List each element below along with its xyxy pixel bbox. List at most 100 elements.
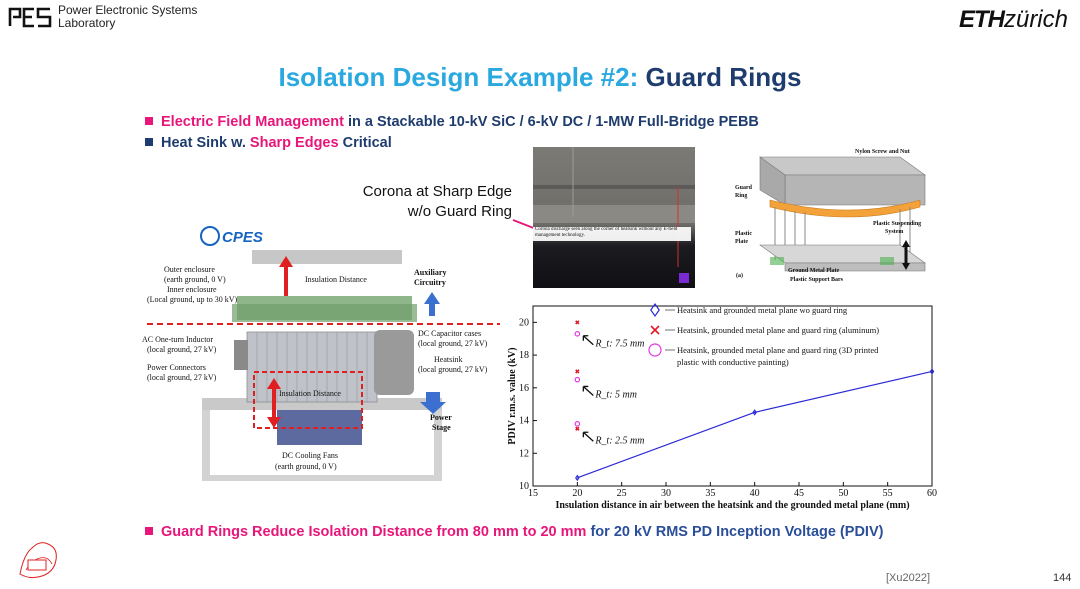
label-ground-plate: Ground Metal Plate [788,268,840,274]
plot-frame [532,305,933,487]
chart-series [574,320,935,482]
guard-ring-assembly-diagram: Nylon Screw and Nut Guard Ring Plastic S… [735,149,926,283]
slide-title-part1: Isolation Design Example #2: [278,62,639,92]
legend-label: Heatsink and grounded metal plane wo gua… [677,305,848,315]
label-insulation-top: Insulation Distance [305,275,367,284]
x-tick-label: 20 [572,488,582,499]
label-hs-2: (local ground, 27 kV) [418,365,488,374]
data-point-circle [574,376,581,383]
data-point-circle [648,343,662,357]
x-tick-label: 40 [750,488,760,499]
data-point-x [650,325,660,335]
data-point-circle [574,331,581,337]
bullet2-a: Heat Sink w. [161,135,246,151]
data-point-diamond [575,474,580,482]
chart-annotations: R_t: 7.5 mmR_t: 5 mmR_t: 2.5 mm [582,335,645,446]
label-plastic-susp-2: System [885,229,903,235]
label-guard-ring-2: Ring [735,193,747,199]
annotation-arrow [582,335,594,346]
label-ac-1: AC One-turn Inductor [142,335,213,344]
label-inner-2: (Local ground, up to 30 kV) [147,295,238,304]
corona-photo-caption: Corona discharge seen along the corner o… [535,227,678,238]
pes-logo-icon [8,7,52,28]
x-tick-label: 50 [838,488,848,499]
annotation-label: R_t: 5 mm [594,389,637,400]
annotation-label: R_t: 2.5 mm [594,435,644,446]
lab-name: Power Electronic Systems Laboratory [58,4,197,30]
bullet3-rest: for 20 kV RMS PD Inception Voltage (PDIV… [590,524,884,540]
citation: [Xu2022] [886,572,931,584]
bullet1-highlight: Electric Field Management [161,114,344,130]
bullet2-b: Critical [342,135,392,151]
bullet-electric-field: Electric Field Management in a Stackable… [145,114,759,130]
chart-ylabel: PDIV r.m.s. value (kV) [507,347,518,444]
label-pc-2: (local ground, 27 kV) [147,373,217,382]
bullet2-highlight: Sharp Edges [249,135,339,151]
slide-title-part2: Guard Rings [645,62,802,92]
label-aux-2: Circuitry [414,278,446,287]
data-point-x [575,426,580,431]
label-guard-ring-1: Guard [735,185,753,191]
bullet-guard-rings: Guard Rings Reduce Isolation Distance fr… [145,524,883,540]
legend-label: plastic with conductive painting) [677,357,789,367]
pee-logo-icon [19,542,57,579]
eth-logo-bold: ETH [958,6,1005,33]
slide-title: Isolation Design Example #2: Guard Rings [0,62,1080,93]
label-outer-2: (earth ground, 0 V) [164,275,226,284]
label-panel-a: (a) [736,272,743,279]
y-tick-label: 18 [519,350,529,361]
label-fans-1: DC Cooling Fans [282,451,338,460]
bullet-square-icon [145,527,153,535]
label-dc-1: DC Capacitor cases [418,329,481,338]
label-outer-1: Outer enclosure [164,265,215,274]
data-point-diamond [650,302,660,318]
legend-label: Heatsink, grounded metal plane and guard… [677,325,879,335]
data-point-diamond [929,368,935,375]
label-ac-2: (local ground, 27 kV) [147,345,217,354]
x-tick-label: 25 [617,488,627,499]
label-pc-1: Power Connectors [147,363,206,372]
corona-label-line1: Corona at Sharp Edge [362,183,512,200]
label-power-2: Stage [432,423,451,432]
label-dc-2: (local ground, 27 kV) [418,339,488,348]
label-nylon: Nylon Screw and Nut [855,149,910,155]
chart-xlabel: Insulation distance in air between the h… [555,500,909,511]
eth-logo-rest: zürich [1003,6,1068,33]
data-point-x [575,320,580,325]
bullet1-rest: in a Stackable 10-kV SiC / 6-kV DC / 1-M… [347,114,759,130]
label-fans-2: (earth ground, 0 V) [275,462,337,471]
corona-photo: Corona discharge seen along the corner o… [533,147,695,288]
y-tick-label: 10 [519,481,529,492]
x-tick-label: 55 [883,488,893,499]
eth-zurich-logo: ETHzürich [959,6,1068,34]
bullet-square-icon [145,117,153,125]
y-tick-label: 16 [519,383,529,394]
pebb-module-diagram: CPES Insulation Distance Outer enclosure… [142,226,500,481]
data-point-circle [574,421,581,427]
x-tick-label: 45 [794,488,804,499]
bullet-heat-sink: Heat Sink w. Sharp Edges Critical [145,135,392,151]
label-support-bars: Plastic Support Bars [790,277,844,283]
label-hs-1: Heatsink [434,355,462,364]
bullet-square-icon [145,138,153,146]
label-power-1: Power [430,413,452,422]
y-tick-label: 20 [519,317,529,328]
y-tick-label: 14 [519,416,529,427]
label-aux-1: Auxiliary [414,268,446,277]
label-insulation-mid: Insulation Distance [279,389,341,398]
label-inner-1: Inner enclosure [167,285,217,294]
x-tick-label: 15 [528,488,538,499]
annotation-arrow [582,431,594,442]
label-plastic-plate-1: Plastic [735,231,752,237]
label-plastic-plate-2: Plate [735,239,748,245]
corona-label-line2: w/o Guard Ring [407,203,512,220]
annotation-arrow [582,385,594,396]
page-number: 144 [1053,572,1072,584]
data-point-diamond [752,409,757,416]
bullet3-highlight: Guard Rings Reduce Isolation Distance fr… [161,524,587,540]
x-tick-label: 30 [661,488,671,499]
label-plastic-susp-1: Plastic Suspending [873,221,921,227]
y-tick-label: 12 [519,448,529,459]
